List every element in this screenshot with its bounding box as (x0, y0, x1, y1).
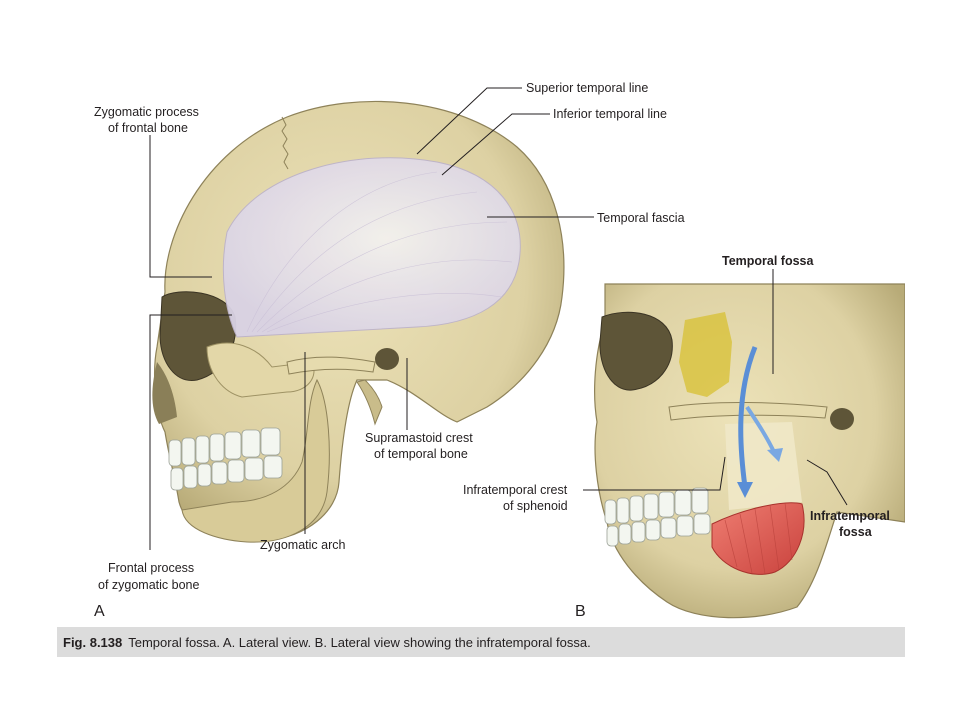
figure-caption: Fig. 8.138 Temporal fossa. A. Lateral vi… (57, 627, 905, 657)
zygomatic-bone-a (206, 342, 315, 398)
temporal-fossa-highlight (679, 312, 732, 397)
fascia-fibers (246, 171, 513, 333)
arrow-down (738, 346, 758, 488)
arrow-branch-head (767, 448, 783, 462)
mastoid-process (356, 379, 383, 426)
label-infratemporal-fossa-l1: Infratemporal (810, 509, 890, 523)
arrow-down-head (737, 482, 753, 498)
temporal-fascia (222, 157, 521, 338)
masseter-muscle (711, 502, 805, 575)
coronal-suture (281, 116, 289, 170)
figure-panel: Superior temporal line Inferior temporal… (57, 62, 906, 627)
panel-label-b: B (575, 603, 586, 620)
external-acoustic-meatus (375, 348, 399, 370)
label-temporal-fascia: Temporal fascia (597, 211, 685, 225)
anatomy-figure-svg: Superior temporal line Inferior temporal… (94, 81, 906, 620)
caption-text: Temporal fossa. A. Lateral view. B. Late… (128, 634, 591, 650)
skull-b (594, 283, 906, 619)
label-infratemporal-crest-l2: of sphenoid (503, 499, 568, 513)
ear-b (830, 408, 854, 430)
panel-label-a: A (94, 603, 105, 620)
muscle-fibers (724, 502, 793, 575)
label-zygomatic-arch: Zygomatic arch (260, 538, 345, 552)
label-frontal-process-l2: of zygomatic bone (98, 578, 199, 592)
label-superior-temporal-line: Superior temporal line (526, 81, 648, 95)
label-frontal-process-l1: Frontal process (108, 561, 194, 575)
skull-a (152, 100, 565, 543)
zygomatic-arch (286, 356, 376, 375)
mandible-a (181, 378, 330, 543)
leader-lines (149, 87, 848, 550)
labels: Superior temporal line Inferior temporal… (94, 81, 890, 620)
label-inferior-temporal-line: Inferior temporal line (553, 107, 667, 121)
label-temporal-fossa: Temporal fossa (722, 254, 815, 268)
nasal-a (152, 362, 177, 424)
teeth-b (604, 487, 711, 547)
orbit-b (599, 311, 673, 391)
label-zygomatic-process-l2: of frontal bone (108, 121, 188, 135)
label-supramastoid-l2: of temporal bone (374, 447, 468, 461)
caption-figure-number: Fig. 8.138 (63, 634, 123, 650)
label-zygomatic-process-l1: Zygomatic process (94, 105, 199, 119)
label-supramastoid-l1: Supramastoid crest (365, 431, 473, 445)
label-infratemporal-fossa-l2: fossa (839, 525, 873, 539)
teeth-a (168, 427, 283, 491)
label-infratemporal-crest-l1: Infratemporal crest (463, 483, 568, 497)
